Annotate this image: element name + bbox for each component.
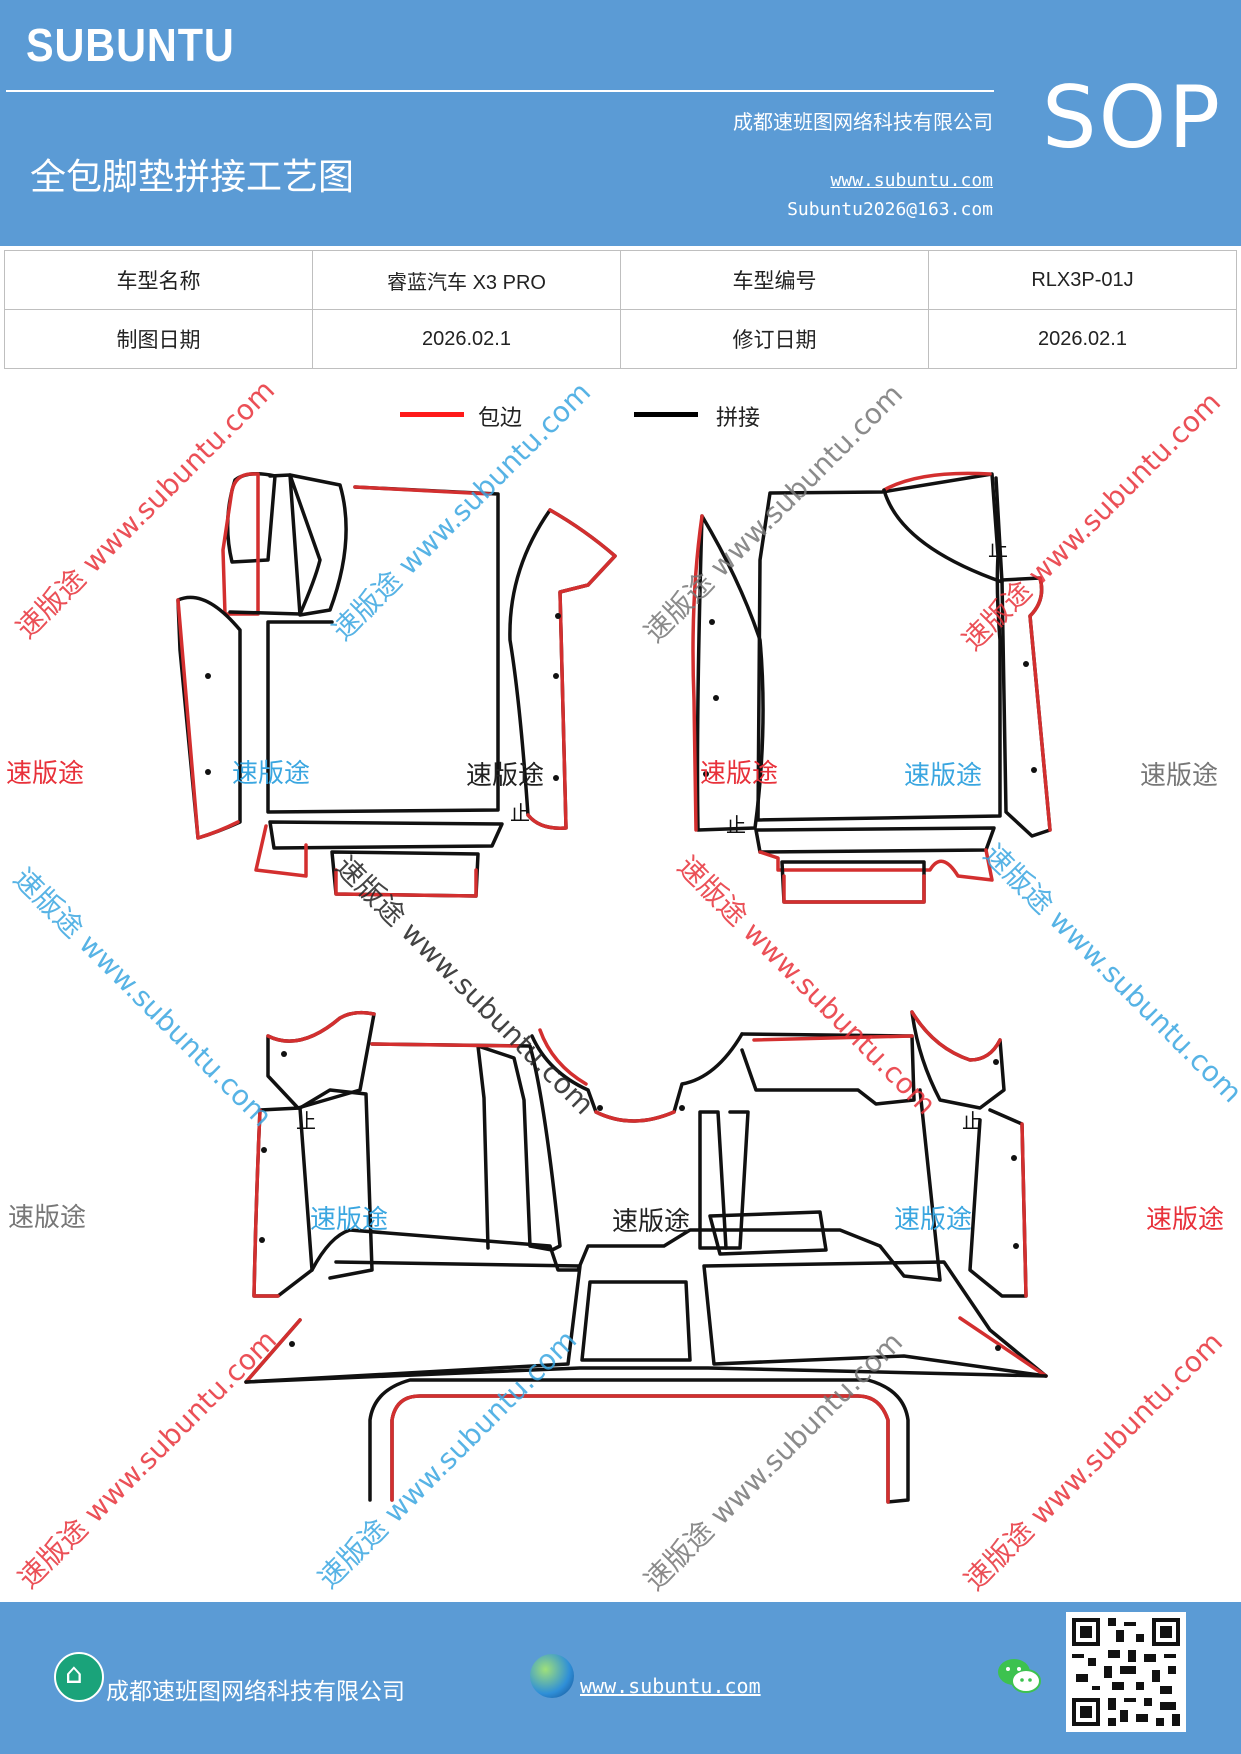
value-model-code: RLX3P-01J bbox=[928, 250, 1237, 310]
wechat-icon bbox=[998, 1659, 1041, 1693]
watermark: 速版途 www.subuntu.com bbox=[312, 1323, 584, 1595]
watermark: 速版途 www.subuntu.com bbox=[638, 377, 910, 649]
watermark: 速版途 bbox=[612, 1207, 690, 1237]
watermark: 速版途 www.subuntu.com bbox=[958, 1325, 1230, 1597]
table-row: 车型名称 睿蓝汽车 X3 PRO 车型编号 RLX3P-01J bbox=[4, 250, 1237, 310]
header-email: Subuntu2026@163.com bbox=[787, 199, 993, 220]
globe-icon bbox=[530, 1654, 574, 1698]
value-model-name: 睿蓝汽车 X3 PRO bbox=[312, 250, 621, 310]
watermark: 速版途 bbox=[894, 1205, 972, 1235]
watermark: 速版途 www.subuntu.com bbox=[10, 373, 282, 645]
watermark: 速版途 www.subuntu.com bbox=[329, 850, 601, 1122]
header-company: 成都速班图网络科技有限公司 bbox=[733, 110, 993, 134]
footer-company: 成都速班图网络科技有限公司 bbox=[106, 1679, 405, 1705]
page-footer: 成都速班图网络科技有限公司 www.subuntu.com bbox=[0, 1602, 1241, 1754]
legend-label-edge: 包边 bbox=[478, 406, 523, 431]
watermark: 速版途 www.subuntu.com bbox=[977, 838, 1241, 1110]
mat-front-right bbox=[691, 471, 1052, 904]
watermark: 速版途 www.subuntu.com bbox=[12, 1323, 284, 1595]
watermark: 速版途 bbox=[1140, 761, 1218, 791]
header-url-link[interactable]: www.subuntu.com bbox=[830, 170, 993, 191]
legend-swatch-seam bbox=[634, 412, 698, 417]
mat-rear bbox=[244, 1010, 1048, 1504]
table-row: 制图日期 2026.02.1 修订日期 2026.02.1 bbox=[4, 309, 1237, 369]
sop-badge: SOP bbox=[1042, 68, 1223, 168]
watermark: 速版途 bbox=[466, 761, 544, 791]
stop-mark: 止 bbox=[510, 801, 530, 825]
vehicle-info-table: 车型名称 睿蓝汽车 X3 PRO 车型编号 RLX3P-01J 制图日期 202… bbox=[4, 250, 1237, 369]
stop-mark: 止 bbox=[988, 537, 1008, 561]
label-draw-date: 制图日期 bbox=[4, 309, 313, 369]
watermark: 速版途 bbox=[1146, 1205, 1224, 1235]
label-revise-date: 修订日期 bbox=[620, 309, 929, 369]
watermark: 速版途 bbox=[700, 759, 778, 789]
mat-front-left bbox=[176, 472, 617, 898]
mat-diagram: 止 止 止 止 止 速版途 速版途 速版途 速版途 速版途 速版途 速版途 速版… bbox=[6, 373, 1241, 1597]
legend-swatch-edge bbox=[400, 412, 464, 417]
brand-logo: SUBUNTU bbox=[26, 19, 235, 71]
stop-mark: 止 bbox=[962, 1109, 982, 1133]
watermark: 速版途 www.subuntu.com bbox=[326, 375, 598, 647]
watermark: 速版途 bbox=[6, 759, 84, 789]
stop-mark: 止 bbox=[296, 1109, 316, 1133]
value-draw-date: 2026.02.1 bbox=[312, 309, 621, 369]
watermark: 速版途 www.subuntu.com bbox=[638, 1325, 910, 1597]
watermark: 速版途 bbox=[904, 761, 982, 791]
label-model-code: 车型编号 bbox=[620, 250, 929, 310]
page-header: SUBUNTU 成都速班图网络科技有限公司 全包脚垫拼接工艺图 www.subu… bbox=[0, 0, 1241, 246]
header-divider bbox=[6, 90, 994, 92]
qr-code bbox=[1066, 1612, 1186, 1732]
watermark: 速版途 www.subuntu.com bbox=[671, 850, 943, 1122]
legend: 包边 拼接 bbox=[0, 400, 1241, 440]
footer-url-link[interactable]: www.subuntu.com bbox=[580, 1674, 761, 1698]
home-icon bbox=[54, 1652, 104, 1702]
watermark: 速版途 www.subuntu.com bbox=[7, 862, 279, 1134]
label-model-name: 车型名称 bbox=[4, 250, 313, 310]
document-title: 全包脚垫拼接工艺图 bbox=[30, 157, 355, 198]
watermark: 速版途 bbox=[232, 759, 310, 789]
value-revise-date: 2026.02.1 bbox=[928, 309, 1237, 369]
watermark: 速版途 bbox=[310, 1205, 388, 1235]
stop-mark: 止 bbox=[726, 813, 746, 837]
legend-label-seam: 拼接 bbox=[716, 406, 761, 431]
watermark: 速版途 bbox=[8, 1203, 86, 1233]
